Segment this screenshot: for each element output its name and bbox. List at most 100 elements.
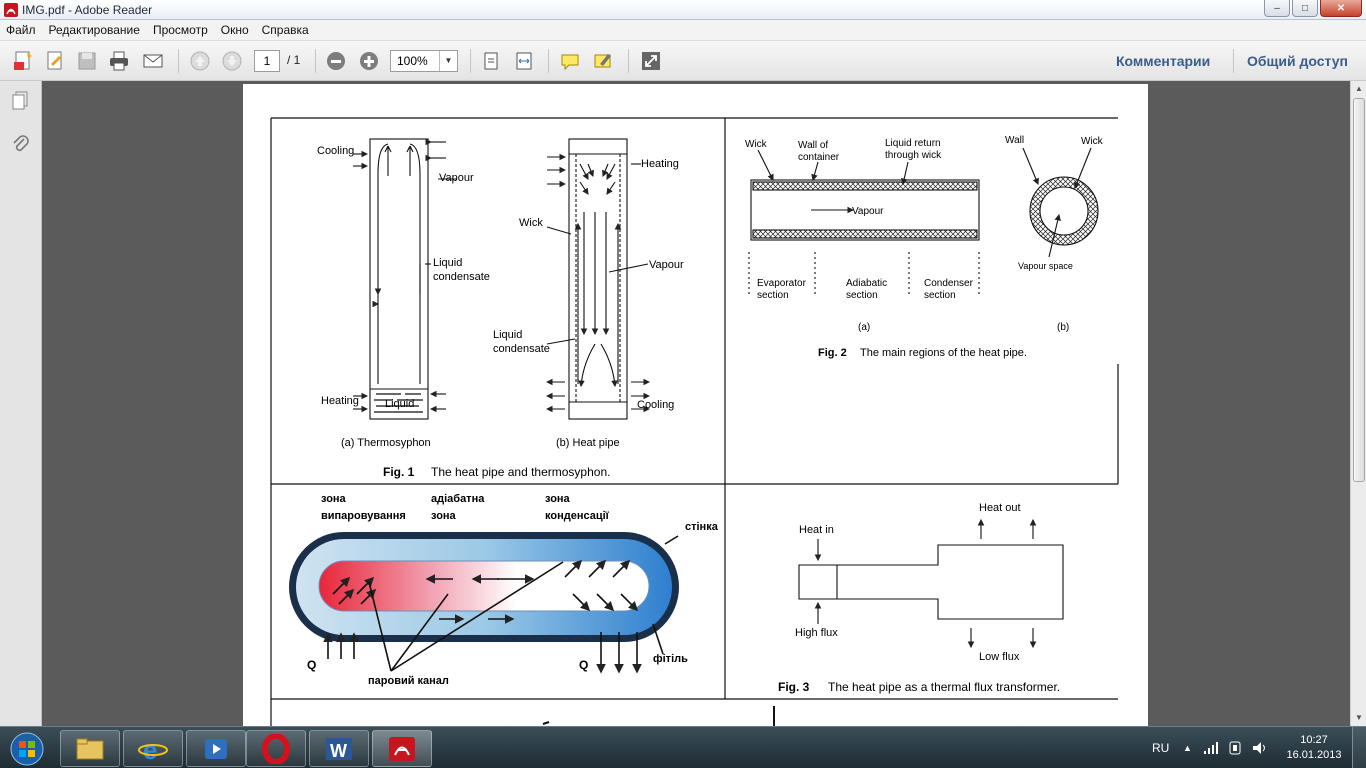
fig2-caption-text: The main regions of the heat pipe.	[860, 347, 1027, 359]
fig2-wick-b-label: Wick	[1081, 136, 1104, 147]
fig1a-liquid-label: Liquid	[433, 257, 462, 269]
fig1a-vapour-label: Vapour	[439, 172, 474, 184]
system-clock[interactable]: 10:27 16.01.2013	[1284, 733, 1344, 763]
taskbar-word[interactable]: W	[309, 730, 369, 767]
menu-help[interactable]: Справка	[261, 23, 309, 37]
svg-text:e: e	[143, 735, 157, 763]
taskbar-adobe-reader[interactable]	[372, 730, 432, 767]
zoom-select[interactable]: 100% ▼	[390, 50, 458, 72]
comment-icon[interactable]	[557, 49, 583, 73]
clock-time: 10:27	[1300, 734, 1328, 746]
close-button[interactable]: ✕	[1320, 0, 1362, 17]
fig1-caption-number: Fig. 1	[383, 465, 415, 479]
create-pdf-icon[interactable]	[10, 49, 36, 73]
fig1a-condensate-label: condensate	[433, 271, 490, 283]
start-button[interactable]	[8, 730, 46, 767]
fig1a-heating-label: Heating	[321, 395, 359, 407]
menu-window[interactable]: Окно	[220, 23, 249, 37]
fig3-high-flux-label: High flux	[795, 627, 838, 639]
menu-bar: Файл Редактирование Просмотр Окно Справк…	[0, 20, 1366, 41]
device-icon[interactable]	[1227, 727, 1243, 768]
fig2-wall-b-label: Wall	[1005, 135, 1024, 146]
fig1b-liquid-label: Liquid	[493, 329, 522, 341]
fig2-condenser-label-1: Condenser	[924, 278, 974, 289]
fig2-vapour-label: Vapour	[852, 206, 884, 217]
highlight-icon[interactable]	[590, 49, 616, 73]
chevron-down-icon[interactable]: ▼	[439, 51, 457, 71]
internet-explorer-icon: e	[138, 735, 168, 763]
minimize-button[interactable]: –	[1264, 0, 1290, 17]
fig2-condenser-label-2: section	[924, 290, 956, 301]
taskbar-internet-explorer[interactable]: e	[123, 730, 183, 767]
fig2-vapour-space-label: Vapour space	[1018, 261, 1073, 271]
zone-condensation-label-2: конденсації	[545, 510, 610, 522]
taskbar-opera[interactable]	[246, 730, 306, 767]
fig3-low-flux-label: Low flux	[979, 651, 1020, 663]
fig2-evaporator-label-2: section	[757, 290, 789, 301]
taskbar-media-player[interactable]	[186, 730, 246, 767]
previous-page-icon[interactable]	[187, 49, 213, 73]
word-icon: W	[326, 737, 352, 761]
window-title: IMG.pdf - Adobe Reader	[22, 3, 153, 17]
menu-view[interactable]: Просмотр	[152, 23, 208, 37]
zone-evaporation-label-2: випаровування	[321, 510, 406, 522]
network-icon[interactable]	[1203, 727, 1219, 768]
windows-start-icon	[10, 732, 44, 765]
fig2-wall-label-2: container	[798, 152, 840, 163]
fig3-caption-number: Fig. 3	[778, 680, 810, 694]
fig1b-heating-label: Heating	[641, 158, 679, 170]
fig3-caption-text: The heat pipe as a thermal flux transfor…	[828, 680, 1060, 694]
wick-label: фітіль	[653, 653, 688, 665]
language-indicator[interactable]: RU	[1152, 741, 1170, 755]
fig1a-caption: (a) Thermosyphon	[341, 437, 431, 449]
fig3-heat-in-label: Heat in	[799, 524, 834, 536]
fig1a-liquid-pool-label: Liquid	[385, 398, 414, 410]
fit-width-icon[interactable]	[511, 49, 537, 73]
fig2-liquid-return-label-1: Liquid return	[885, 138, 941, 149]
comments-button[interactable]: Комментарии	[1116, 53, 1211, 69]
taskbar-explorer[interactable]	[60, 730, 120, 767]
zone-condensation-label-1: зона	[545, 493, 571, 505]
zoom-value: 100%	[397, 54, 428, 68]
navigation-panel	[0, 81, 42, 726]
fig1a-cooling-label: Cooling	[317, 145, 354, 157]
maximize-button[interactable]: □	[1292, 0, 1318, 17]
zoom-in-icon[interactable]	[356, 49, 382, 73]
email-icon[interactable]	[140, 49, 166, 73]
pdf-page: Cooling Vapour Liquid condensate Heating…	[243, 84, 1148, 726]
next-page-icon[interactable]	[219, 49, 245, 73]
fig2-liquid-return-label-2: through wick	[885, 150, 942, 161]
fullscreen-icon[interactable]	[638, 49, 664, 73]
fig1b-vapour-label: Vapour	[649, 259, 684, 271]
svg-text:W: W	[330, 741, 347, 761]
scroll-thumb[interactable]	[1353, 98, 1365, 482]
title-bar: IMG.pdf - Adobe Reader – □ ✕	[0, 0, 1366, 20]
fig1b-wick-label: Wick	[519, 217, 543, 229]
adobe-reader-icon	[3, 2, 19, 23]
fit-page-icon[interactable]	[478, 49, 504, 73]
volume-icon[interactable]	[1251, 727, 1269, 768]
save-icon[interactable]	[74, 49, 100, 73]
page-thumbnails-icon[interactable]	[8, 89, 32, 113]
fig2-a-label: (a)	[858, 322, 870, 333]
edit-pdf-icon[interactable]	[42, 49, 68, 73]
show-desktop-button[interactable]	[1352, 727, 1366, 768]
print-icon[interactable]	[106, 49, 132, 73]
taskbar: e W RU ▲ 10:27 16.01.2013	[0, 726, 1366, 768]
show-hidden-icons-icon[interactable]: ▲	[1183, 743, 1192, 753]
fig2-adiabatic-label-1: Adiabatic	[846, 278, 887, 289]
share-button[interactable]: Общий доступ	[1247, 53, 1348, 69]
scroll-down-icon[interactable]: ▼	[1355, 713, 1363, 722]
menu-edit[interactable]: Редактирование	[48, 23, 140, 37]
attachments-icon[interactable]	[8, 132, 32, 156]
fig2-b-label: (b)	[1057, 322, 1069, 333]
scroll-up-icon[interactable]: ▲	[1355, 84, 1363, 93]
fig2-wall-label-1: Wall of	[798, 140, 828, 151]
zoom-out-icon[interactable]	[323, 49, 349, 73]
vertical-scrollbar[interactable]: ▲ ▼	[1350, 81, 1366, 726]
zone-adiabatic-label-2: зона	[431, 510, 457, 522]
menu-file[interactable]: Файл	[6, 23, 36, 37]
fig1b-condensate-label: condensate	[493, 343, 550, 355]
fig1-caption-text: The heat pipe and thermosyphon.	[431, 465, 610, 479]
page-number-input[interactable]: 1	[254, 50, 280, 72]
